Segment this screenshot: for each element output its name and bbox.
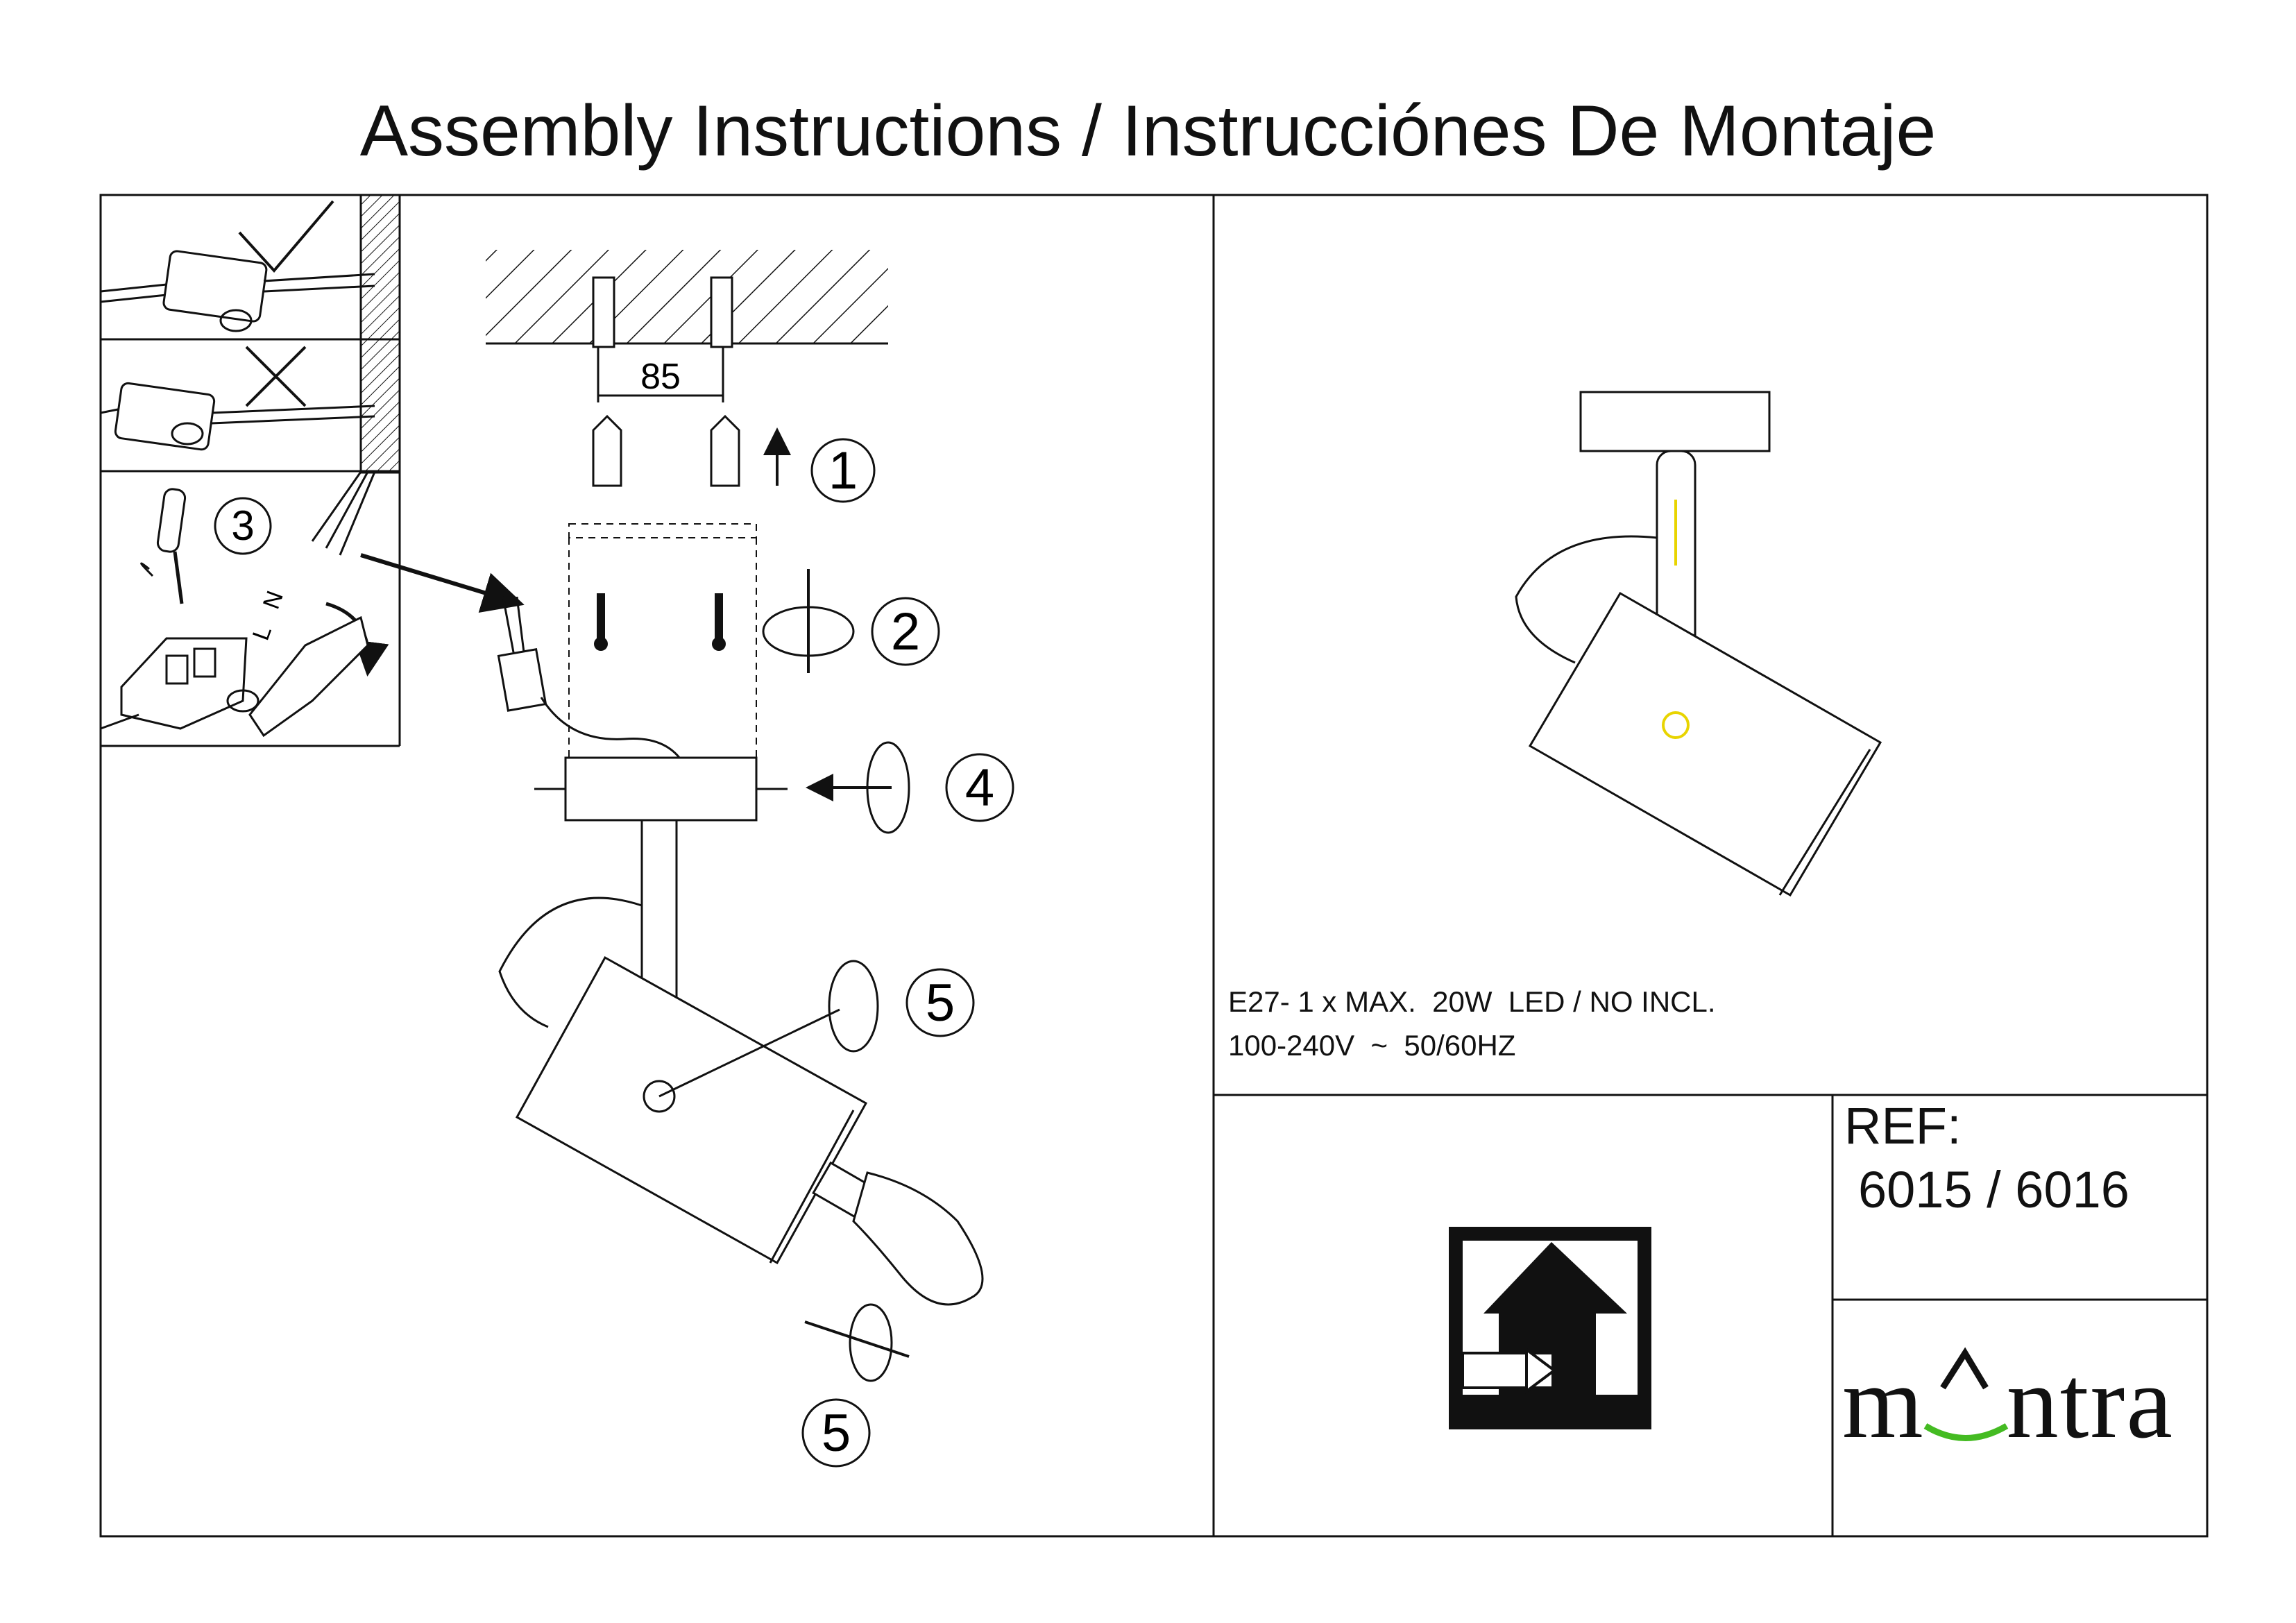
wall-plug-icon bbox=[592, 414, 740, 487]
terminal-block bbox=[100, 637, 260, 730]
frames bbox=[99, 194, 2209, 1538]
mounting-bracket bbox=[568, 523, 757, 777]
cross-icon bbox=[245, 346, 307, 407]
wire-label-l: L bbox=[248, 622, 277, 644]
step-5a-label: 5 bbox=[926, 974, 955, 1033]
assembled-product bbox=[1515, 391, 1882, 897]
spec-line-2: 100-240V ~ 50/60HZ bbox=[1228, 1029, 1516, 1062]
pointer-arrow bbox=[360, 553, 525, 613]
wire-label-n: N bbox=[258, 588, 289, 613]
step-4-label: 4 bbox=[965, 758, 994, 817]
step-4-rotate bbox=[806, 741, 910, 834]
step-4-circle bbox=[945, 753, 1014, 822]
ref-label: REF: bbox=[1844, 1097, 1962, 1155]
light-bulb-icon bbox=[812, 1161, 984, 1306]
dimension-line bbox=[597, 347, 724, 402]
brand-left: m bbox=[1842, 1345, 1925, 1460]
screw-icon bbox=[594, 593, 726, 651]
step-5a-rotate bbox=[828, 960, 879, 1053]
ceiling-canopy bbox=[534, 756, 788, 822]
indoor-use-icon bbox=[1449, 1227, 1651, 1429]
step-5b-circle bbox=[801, 1398, 871, 1468]
step-1-circle bbox=[810, 438, 876, 503]
check-icon bbox=[238, 200, 334, 273]
step-5b-label: 5 bbox=[822, 1404, 851, 1463]
step-2-label: 2 bbox=[891, 602, 920, 661]
wiring-inset bbox=[100, 194, 401, 747]
step-5b-rotate bbox=[804, 1303, 910, 1382]
step-1-label: 1 bbox=[828, 441, 858, 500]
step-3-label: 3 bbox=[231, 502, 254, 549]
dimension-85: 85 bbox=[640, 357, 681, 397]
ceiling bbox=[486, 250, 888, 348]
step-5a-circle bbox=[905, 968, 975, 1037]
page-title: Assembly Instructions / Instrucciónes De… bbox=[359, 91, 1937, 171]
spotlight-head bbox=[515, 955, 868, 1265]
ref-value: 6015 / 6016 bbox=[1858, 1161, 2129, 1218]
step-2-circle bbox=[871, 597, 940, 666]
step-3-circle bbox=[214, 497, 272, 555]
step-5-pointer bbox=[658, 1008, 840, 1098]
rotate-arrow-icon bbox=[762, 569, 855, 673]
brand-accent-icon bbox=[1923, 1347, 2009, 1441]
brand-right: ntra bbox=[2006, 1345, 2174, 1460]
junction-box bbox=[497, 596, 685, 764]
screwdriver-icon bbox=[156, 488, 187, 604]
spec-line-1: E27- 1 x MAX. 20W LED / NO INCL. bbox=[1228, 985, 1716, 1018]
